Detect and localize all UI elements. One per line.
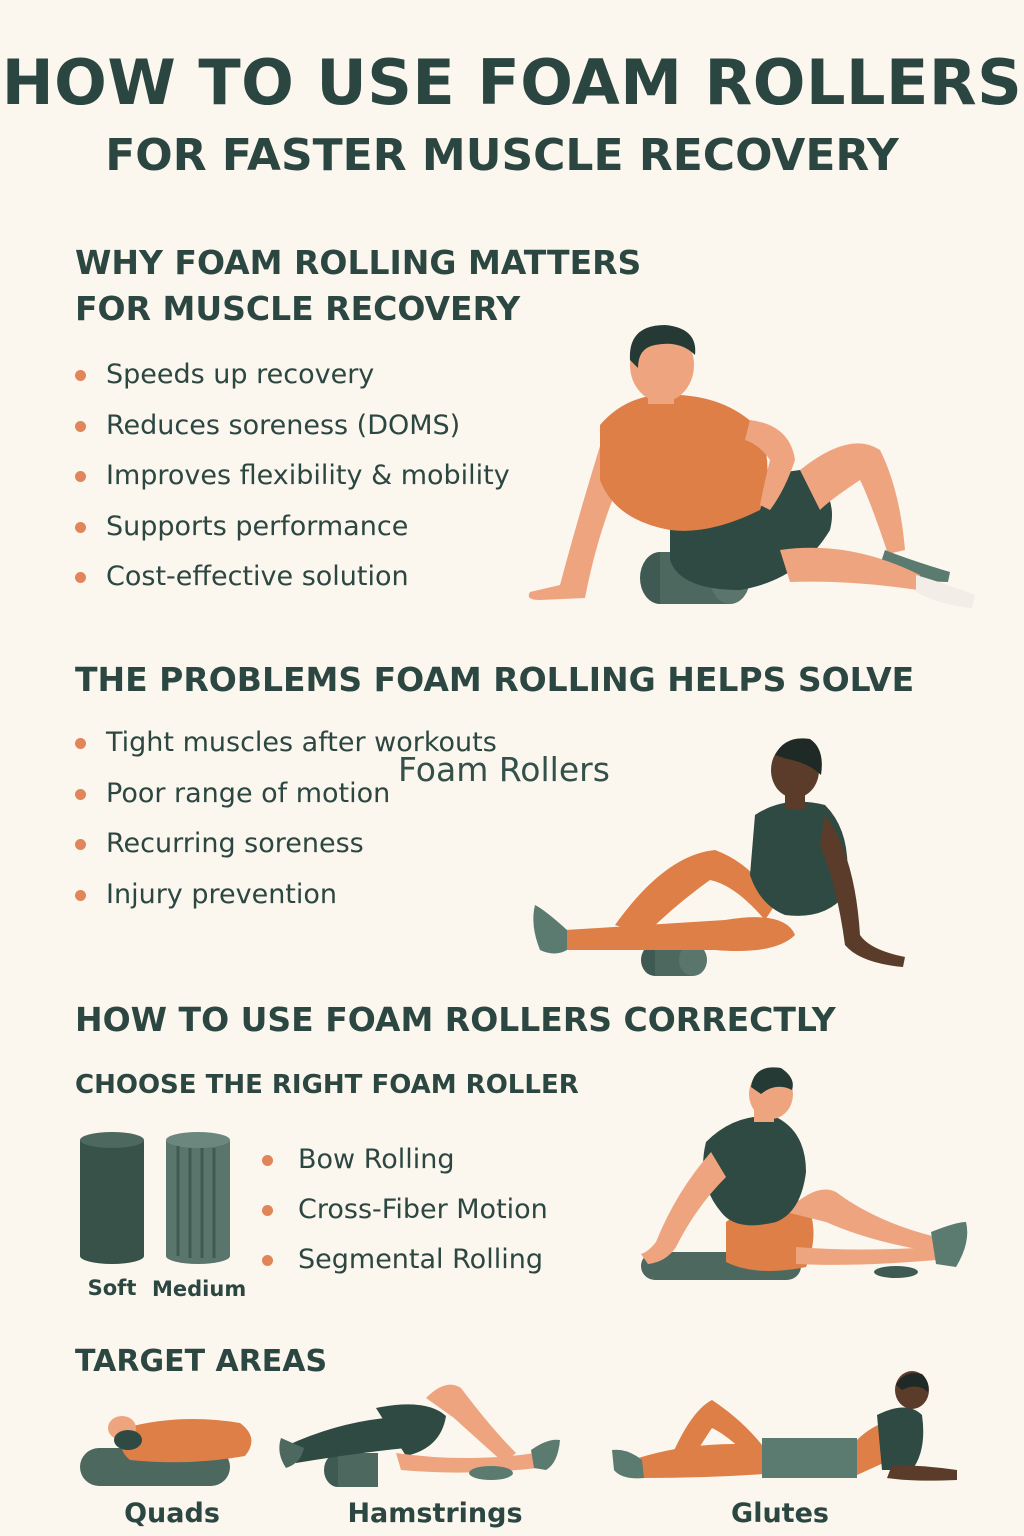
page-subtitle: FOR FASTER MUSCLE RECOVERY xyxy=(105,130,899,181)
medium-roller-label: Medium xyxy=(152,1277,247,1301)
soft-roller-icon xyxy=(80,1132,144,1264)
area-label-hamstrings: Hamstrings xyxy=(347,1498,523,1529)
why-list: Speeds up recovery Reduces soreness (DOM… xyxy=(75,360,555,613)
bullet-icon xyxy=(75,738,86,749)
bullet-icon xyxy=(75,839,86,850)
bullet-icon xyxy=(75,370,86,381)
seated-roller-illustration xyxy=(641,1067,968,1280)
area-label-quads: Quads xyxy=(124,1498,220,1529)
bullet-icon xyxy=(75,471,86,482)
list-item: Tight muscles after workouts xyxy=(75,728,555,779)
list-item: Injury prevention xyxy=(75,879,555,931)
woman-rolling-illustration xyxy=(533,738,905,976)
problems-heading: THE PROBLEMS FOAM ROLLING HELPS SOLVE xyxy=(75,660,915,699)
list-item: Cross-Fiber Motion xyxy=(262,1195,592,1245)
why-heading: WHY FOAM ROLLING MATTERS FOR MUSCLE RECO… xyxy=(75,240,641,332)
target-areas-heading: TARGET AREAS xyxy=(75,1344,328,1379)
list-item: Reduces soreness (DOMS) xyxy=(75,410,555,462)
choose-roller-subheading: CHOOSE THE RIGHT FOAM ROLLER xyxy=(75,1070,579,1100)
bullet-icon xyxy=(262,1255,273,1266)
list-item: Bow Rolling xyxy=(262,1145,592,1195)
glutes-illustration xyxy=(612,1371,957,1481)
technique-list: Bow Rolling Cross-Fiber Motion Segmental… xyxy=(262,1145,592,1295)
list-item: Supports performance xyxy=(75,511,555,563)
area-label-glutes: Glutes xyxy=(731,1498,829,1529)
bullet-icon xyxy=(262,1155,273,1166)
why-heading-line2: FOR MUSCLE RECOVERY xyxy=(75,289,521,328)
list-item: Speeds up recovery xyxy=(75,360,555,411)
bullet-icon xyxy=(75,788,86,800)
bullet-icon xyxy=(75,889,86,901)
page-title: HOW TO USE FOAM ROLLERS xyxy=(1,46,1023,119)
quads-illustration xyxy=(80,1416,252,1486)
medium-roller-icon xyxy=(166,1132,230,1264)
overlay-label: Foam Rollers xyxy=(398,750,610,789)
list-item: Improves flexibility & mobility xyxy=(75,461,555,512)
problems-list: Tight muscles after workouts Poor range … xyxy=(75,728,555,930)
man-rolling-illustration xyxy=(528,325,975,608)
list-item: Recurring soreness xyxy=(75,829,555,880)
why-heading-line1: WHY FOAM ROLLING MATTERS xyxy=(75,243,642,282)
hamstrings-illustration xyxy=(279,1384,560,1487)
list-item: Poor range of motion xyxy=(75,778,555,830)
list-item: Cost-effective solution xyxy=(75,562,555,613)
bullet-icon xyxy=(262,1205,273,1216)
soft-roller-label: Soft xyxy=(87,1276,137,1300)
bullet-icon xyxy=(75,420,86,432)
bullet-icon xyxy=(75,521,86,533)
bullet-icon xyxy=(75,572,86,583)
howto-heading: HOW TO USE FOAM ROLLERS CORRECTLY xyxy=(75,1000,836,1039)
list-item: Segmental Rolling xyxy=(262,1245,592,1295)
